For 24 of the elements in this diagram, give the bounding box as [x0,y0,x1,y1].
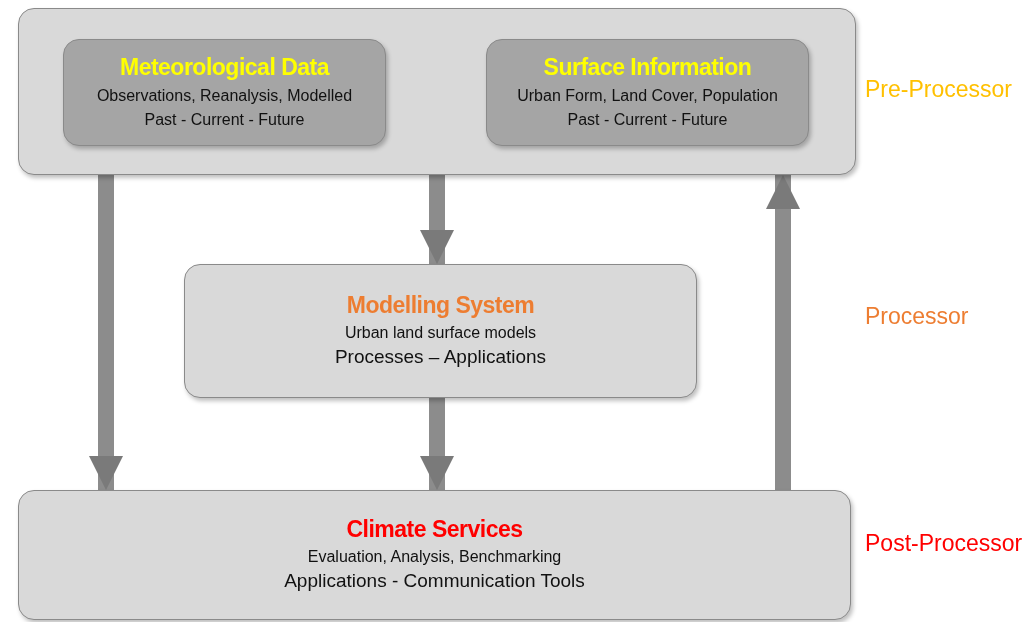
box-title: Meteorological Data [119,53,329,81]
box-title: Climate Services [346,516,523,543]
data-box [63,39,386,146]
stage-panel [18,8,856,175]
box-text: Urban Form, Land Cover, Population [517,85,778,106]
process-box [184,264,697,398]
box-text: Evaluation, Analysis, Benchmarking [307,547,562,567]
arrow [89,175,123,490]
stage-label: Pre-Processor [865,76,1012,103]
box-text: Urban land surface models [344,323,537,343]
service-panel [18,490,851,620]
box-text: Past - Current - Future [144,109,305,130]
arrow [766,175,800,490]
data-box [486,39,809,146]
box-text: Past - Current - Future [567,109,728,130]
box-title: Modelling System [346,292,535,319]
box-title: Surface Information [543,53,752,81]
arrow [420,175,454,264]
box-text: Observations, Reanalysis, Modelled [96,85,353,106]
stage-label: Post-Processor [865,530,1023,557]
box-text: Applications - Communication Tools [284,569,585,593]
box-text: Processes – Applications [334,345,547,369]
arrow [420,398,454,490]
stage-label: Processor [865,303,969,330]
